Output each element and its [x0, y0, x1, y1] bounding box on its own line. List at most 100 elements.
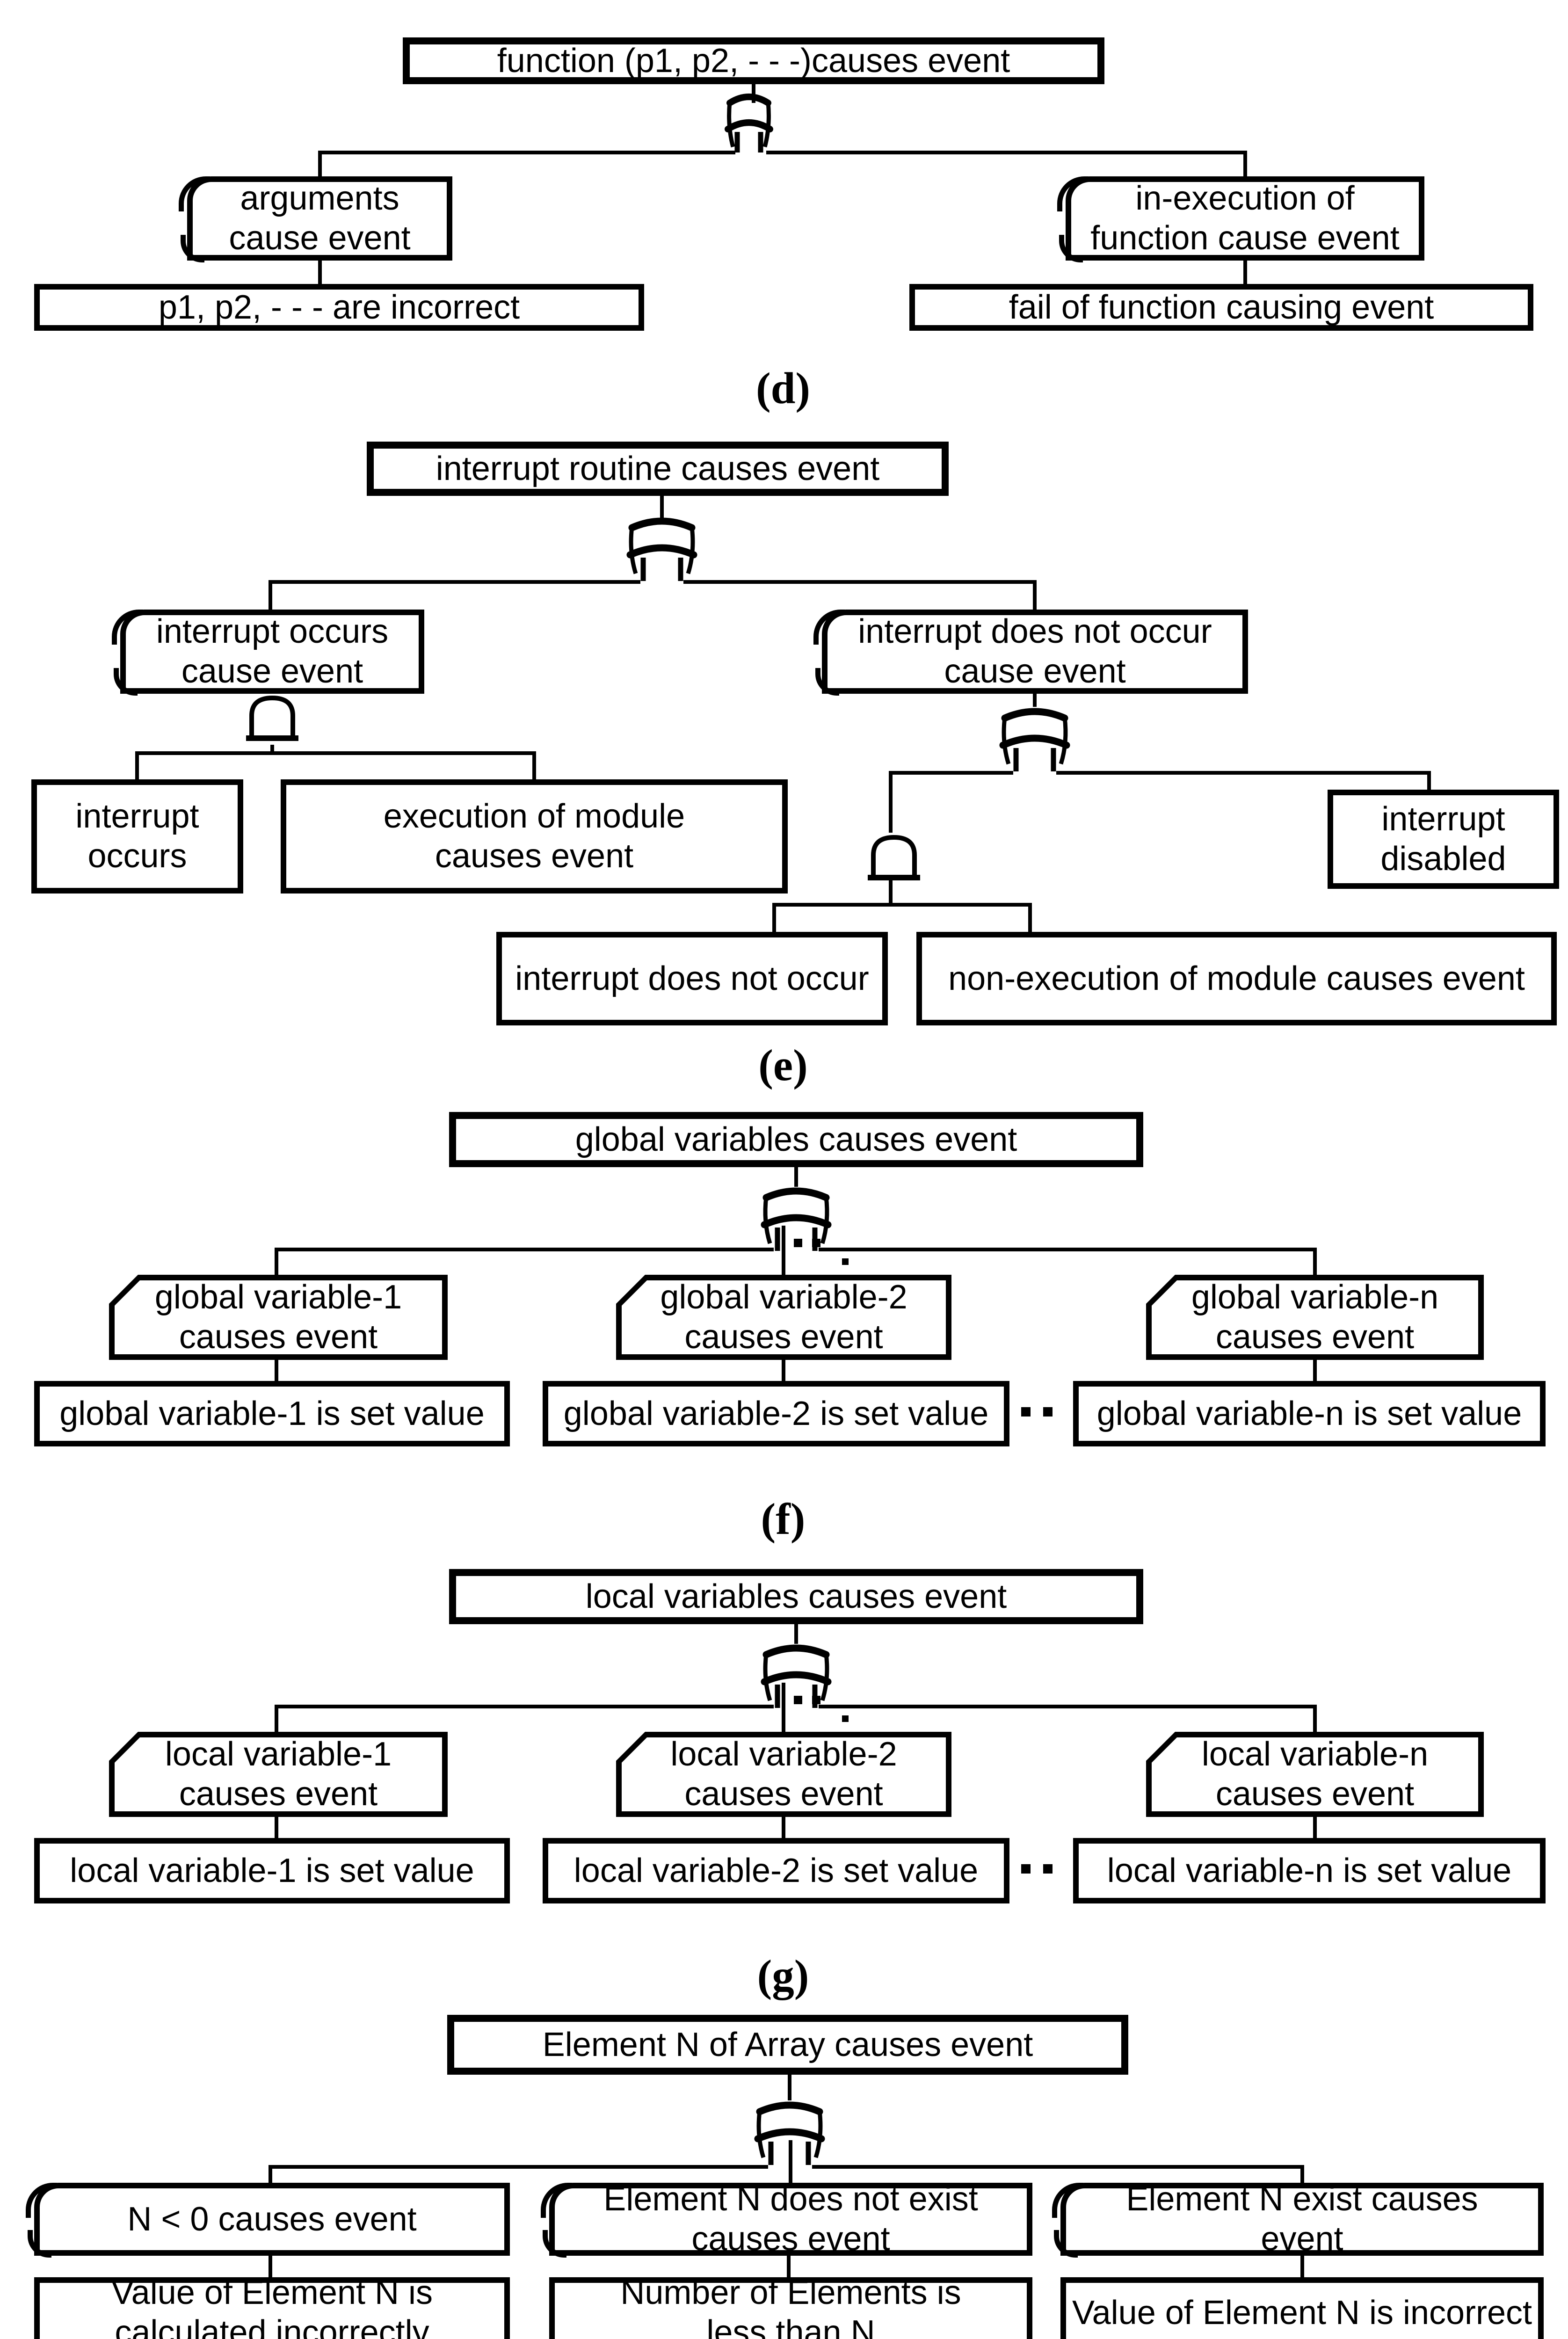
- connector: [1313, 1360, 1317, 1381]
- or-gate-icon: [999, 708, 1070, 771]
- event-box-label: arguments cause event: [229, 180, 411, 257]
- event-box-label: local variables causes event: [585, 1577, 1007, 1615]
- ellipsis-dots: [1021, 1864, 1031, 1874]
- connector: [1313, 1705, 1317, 1732]
- or-gate-icon: [754, 2101, 825, 2165]
- event-box-label: interrupt routine causes event: [436, 450, 880, 487]
- event-box-f-leaf1: global variable-1 is set value: [34, 1381, 510, 1446]
- event-box-label: Element N does not exist causes event: [603, 2180, 978, 2258]
- event-box-label: local variable-2 causes event: [670, 1736, 897, 1813]
- connector: [1313, 1817, 1317, 1838]
- event-box-label: Value of Element N is incorrect: [1072, 2294, 1532, 2332]
- event-box-label: p1, p2, - - - are incorrect: [158, 288, 520, 326]
- event-box-label: local variable-n causes event: [1201, 1736, 1429, 1813]
- ellipsis-dots: [1043, 1864, 1053, 1874]
- event-box-label: global variables causes event: [575, 1120, 1017, 1158]
- connector: [889, 879, 893, 904]
- connector: [270, 580, 640, 584]
- event-box-e-exec-leaf: execution of module causes event: [281, 779, 788, 893]
- connector: [269, 2256, 272, 2277]
- connector: [1028, 903, 1032, 932]
- connector: [276, 1248, 774, 1251]
- event-box-f-varn: global variable-n causes event: [1146, 1275, 1484, 1360]
- event-box-label: Element N exist causes event: [1126, 2180, 1478, 2258]
- event-box-label: interrupt occurs: [75, 798, 199, 875]
- event-box-label: non-execution of module causes event: [948, 959, 1525, 997]
- and-gate-icon: [868, 835, 920, 880]
- event-box-label: interrupt disabled: [1380, 800, 1506, 878]
- event-box-g-leafn: local variable-n is set value: [1073, 1838, 1546, 1903]
- event-box-label: interrupt occurs cause event: [156, 613, 389, 690]
- event-box-h-top: Element N of Array causes event: [447, 2015, 1128, 2075]
- event-box-f-top: global variables causes event: [449, 1112, 1143, 1167]
- event-box-d-left-leaf: p1, p2, - - - are incorrect: [34, 284, 644, 331]
- event-box-e-occurs-leaf: interrupt occurs: [31, 779, 243, 893]
- event-box-e-not-occur-leaf: interrupt does not occur: [496, 932, 888, 1025]
- event-box-h-leaf1: Value of Element N is calculated incorre…: [34, 2274, 510, 2339]
- event-box-label: Number of Elements is less than N: [620, 2274, 961, 2339]
- event-box-h-leaf3: Value of Element N is incorrect: [1060, 2277, 1544, 2339]
- event-box-label: global variable-1 causes event: [154, 1278, 402, 1356]
- connector: [137, 751, 536, 755]
- connector: [276, 1705, 774, 1708]
- event-box-h-not-exist: Element N does not exist causes event: [541, 2180, 1032, 2258]
- event-box-label: global variable-1 is set value: [59, 1395, 485, 1432]
- event-box-label: Element N of Array causes event: [542, 2026, 1033, 2063]
- ellipsis-dots: [812, 1239, 820, 1247]
- event-box-e-interrupt-not-occur: interrupt does not occur cause event: [813, 610, 1248, 696]
- connector: [320, 151, 735, 154]
- event-box-d-right-leaf: fail of function causing event: [909, 284, 1533, 331]
- figure-label-d: (d): [755, 363, 811, 413]
- connector: [1300, 2165, 1304, 2183]
- event-box-d-top: function (p1, p2, - - -)causes event: [403, 37, 1104, 84]
- event-box-label: local variable-n is set value: [1107, 1852, 1512, 1889]
- and-gate-icon: [246, 695, 298, 741]
- event-box-g-leaf1: local variable-1 is set value: [34, 1838, 510, 1903]
- connector: [766, 151, 1245, 154]
- event-box-g-var1: local variable-1 causes event: [109, 1732, 448, 1817]
- event-box-d-in-execution: in-execution of function cause event: [1057, 176, 1424, 262]
- connector: [270, 745, 274, 752]
- event-box-label: function (p1, p2, - - -)causes event: [497, 42, 1010, 80]
- event-box-label: global variable-n causes event: [1191, 1278, 1439, 1356]
- connector: [683, 580, 1037, 584]
- connector: [752, 83, 755, 103]
- connector: [787, 2256, 791, 2277]
- connector: [1243, 261, 1247, 284]
- connector: [269, 580, 272, 610]
- figure-label-e: (e): [758, 1040, 808, 1090]
- event-box-label: global variable-n is set value: [1096, 1395, 1522, 1432]
- event-box-label: in-execution of function cause event: [1090, 180, 1400, 257]
- connector: [782, 1817, 785, 1838]
- connector: [782, 1226, 785, 1276]
- connector: [891, 771, 1013, 775]
- connector: [788, 2075, 791, 2100]
- connector: [532, 751, 536, 779]
- event-box-f-leafn: global variable-n is set value: [1073, 1381, 1546, 1446]
- event-box-f-var2: global variable-2 causes event: [616, 1275, 951, 1360]
- ellipsis-dots: [1043, 1407, 1053, 1416]
- connector: [819, 1705, 1317, 1708]
- connector: [275, 1248, 278, 1275]
- ellipsis-dots: [1021, 1407, 1031, 1416]
- connector: [1427, 771, 1431, 790]
- connector: [789, 2140, 792, 2184]
- ellipsis-dots: [842, 1715, 849, 1722]
- connector: [782, 1683, 785, 1733]
- connector: [1033, 694, 1037, 707]
- event-box-label: local variable-1 is set value: [70, 1852, 474, 1889]
- connector: [318, 261, 322, 284]
- event-box-g-top: local variables causes event: [449, 1569, 1143, 1624]
- event-box-label: global variable-2 is set value: [563, 1395, 989, 1432]
- ellipsis-dots: [794, 1239, 802, 1247]
- or-gate-icon: [761, 1187, 832, 1251]
- event-box-label: execution of module causes event: [383, 798, 685, 875]
- event-box-label: fail of function causing event: [1009, 288, 1434, 326]
- event-box-e-disabled-leaf: interrupt disabled: [1328, 790, 1559, 889]
- connector: [660, 496, 664, 518]
- connector: [772, 903, 776, 932]
- connector: [774, 903, 1032, 907]
- connector: [1056, 771, 1431, 775]
- connector: [1033, 580, 1037, 610]
- connector: [275, 1360, 278, 1381]
